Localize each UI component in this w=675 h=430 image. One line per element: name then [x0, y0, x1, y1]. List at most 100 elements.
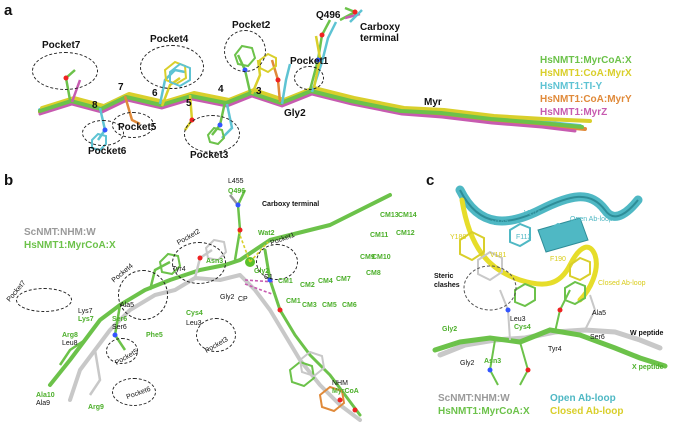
panel-c-label: c: [426, 172, 435, 189]
res-ala5: Ala5: [120, 302, 135, 309]
res-lys7-grey: Lys7: [78, 308, 93, 315]
position-6: 6: [152, 88, 158, 99]
panel-c-legend-left: ScNMT:NHM:W HsNMT1:MyrCoA:X: [438, 392, 530, 418]
panel-c-legend-right: Open Ab-loop Closed Ab-loop: [550, 392, 624, 418]
res-cm3: CM3: [302, 302, 317, 309]
panel-c: c: [420, 170, 675, 430]
res-l455: L455: [228, 178, 244, 185]
legend-item: ScNMT:NHM:W: [438, 393, 510, 404]
res-cm8: CM8: [366, 270, 381, 277]
panel-c-structure: [432, 185, 668, 386]
pocket-b-7: [16, 288, 72, 312]
res-nhm: NHM: [332, 380, 348, 387]
pocket7-outline: [32, 52, 98, 90]
res-cys4: Cys4: [514, 324, 531, 331]
position-5: 5: [186, 98, 192, 109]
res-asn3: Asn3: [484, 358, 502, 365]
closed-loop-label: Closed Ab-loop: [598, 280, 646, 287]
pocket1-label: Pocket1: [290, 56, 329, 67]
panel-a-label: a: [4, 2, 13, 19]
res-x-peptide: X peptide: [632, 364, 664, 371]
panel-b-label: b: [4, 172, 14, 189]
res-cm12: CM12: [396, 230, 415, 237]
res-ala5: Ala5: [592, 310, 607, 317]
res-ala9: Ala9: [36, 400, 51, 407]
panel-a: a: [0, 0, 675, 170]
res-cm10: CM10: [372, 254, 391, 261]
res-wat2: Wat2: [258, 230, 275, 237]
pocket5-label: Pocket5: [118, 122, 157, 133]
pocket-b-4: [118, 270, 168, 320]
res-q496: Q496: [228, 188, 246, 195]
res-cm14: CM14: [398, 212, 417, 219]
pocket3-label: Pocket3: [190, 150, 229, 161]
open-loop-label: Open Ab-loop: [570, 216, 613, 223]
res-cm1: CM1: [278, 278, 293, 285]
res-ala10: Ala10: [36, 392, 55, 399]
res-cm9: CM9: [360, 254, 375, 261]
res-gly2-green: Gly2: [442, 326, 458, 333]
res-f113: F113: [516, 234, 532, 241]
res-cm2: CM2: [300, 282, 315, 289]
pocket-b-2: [172, 242, 226, 284]
legend-item: HsNMT1:MyrCoA:X: [438, 406, 530, 417]
res-cm5: CM5: [322, 302, 337, 309]
res-gly2-green: Gly2: [254, 268, 270, 275]
res-cm11: CM11: [370, 232, 389, 239]
res-cm4: CM4: [318, 278, 333, 285]
pocket7-label: Pocket7: [42, 40, 81, 51]
res-carboxy: Carboxy terminal: [262, 201, 320, 208]
position-3: 3: [256, 86, 262, 97]
res-ser6: Ser6: [590, 334, 605, 341]
legend-item: Closed Ab-loop: [550, 406, 624, 417]
legend-item: HsNMT1:TI-Y: [540, 81, 603, 92]
pocket3-outline: [184, 115, 240, 153]
gly2-label: Gly2: [284, 108, 306, 119]
res-f190: F190: [550, 256, 566, 263]
position-4: 4: [218, 84, 224, 95]
position-8: 8: [92, 100, 98, 111]
pocket6-outline: [82, 120, 124, 146]
res-lys7-green: Lys7: [78, 316, 94, 323]
legend-item: Open Ab-loop: [550, 393, 616, 404]
pocket1-outline: [294, 66, 324, 90]
res-c1: C1: [264, 274, 273, 281]
legend-item: HsNMT1:CoA:MyrX: [540, 68, 632, 79]
pocket2-label: Pocket2: [232, 20, 271, 31]
res-tyr4: Tyr4: [548, 346, 562, 353]
res-myrcoa: MyrCoA: [332, 388, 359, 395]
panel-a-legend: HsNMT1:MyrCoA:X HsNMT1:CoA:MyrX HsNMT1:T…: [540, 54, 632, 119]
legend-item: HsNMT1:MyrCoA:X: [24, 240, 116, 251]
res-cys4: Cys4: [186, 310, 203, 317]
res-arg8: Arg8: [62, 332, 78, 339]
res-gly2-grey: Gly2: [460, 360, 475, 367]
res-phe5: Phe5: [146, 332, 163, 339]
res-w-peptide: W peptide: [630, 330, 664, 337]
res-leu8: Leu8: [62, 340, 78, 347]
pocket-b-6: [112, 378, 156, 406]
panel-b: b: [0, 170, 420, 430]
res-v104: V104: [524, 210, 541, 217]
myr-label: Myr: [424, 97, 442, 108]
res-leu3: Leu3: [186, 320, 202, 327]
res-gly2-grey: Gly2: [220, 294, 235, 301]
carboxy-terminal-label: Carboxy terminal: [360, 22, 401, 44]
legend-item: HsNMT1:MyrZ: [540, 107, 608, 118]
pocket4-label: Pocket4: [150, 34, 189, 45]
pocket-b-3: [196, 318, 236, 352]
res-tyr4: Tyr4: [172, 266, 186, 273]
res-cm7: CM7: [336, 276, 351, 283]
pocket6-label: Pocket6: [88, 146, 127, 157]
panel-b-legend: ScNMT:NHM:W HsNMT1:MyrCoA:X: [24, 226, 116, 252]
res-steric: Steric clashes: [434, 273, 460, 289]
res-v181: V181: [490, 252, 507, 259]
legend-item: HsNMT1:MyrCoA:X: [540, 55, 632, 66]
res-arg9: Arg9: [88, 404, 104, 411]
res-ser6-grey: Ser6: [112, 324, 127, 331]
res-y103: Y103: [492, 220, 509, 227]
res-asn3: Asn3: [206, 258, 224, 265]
legend-item: HsNMT1:CoA:MyrY: [540, 94, 632, 105]
position-7: 7: [118, 82, 124, 93]
res-y180: Y180: [450, 234, 467, 241]
pocket-b-5: [106, 338, 138, 364]
